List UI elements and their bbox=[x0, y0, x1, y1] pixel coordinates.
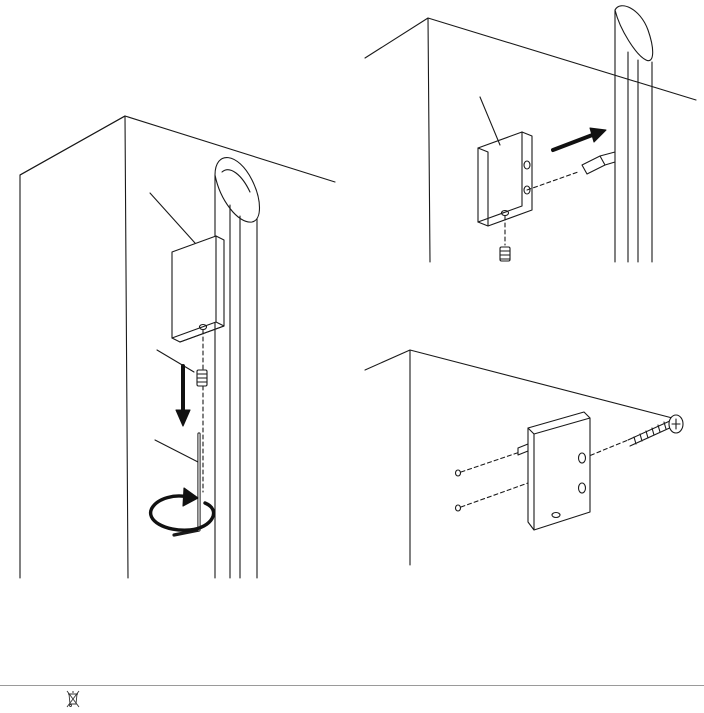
bracket-left bbox=[172, 236, 224, 342]
grub-screw-left bbox=[197, 370, 207, 386]
crossed-out-wheelie-bin-icon bbox=[66, 690, 80, 708]
door-left bbox=[20, 116, 335, 578]
door-bottom-right bbox=[365, 350, 680, 565]
bracket-top-right bbox=[478, 132, 532, 226]
pointer-line-bracket bbox=[150, 193, 195, 243]
footer-divider bbox=[0, 685, 704, 686]
rotation-arrow-left bbox=[151, 488, 214, 530]
pointer-line-hexkey bbox=[155, 440, 198, 462]
door-hole-upper bbox=[456, 470, 461, 476]
bracket-bottom-right bbox=[518, 412, 590, 530]
guide-dashed-bottom-upper bbox=[461, 452, 520, 472]
panel-top-right-handle-insert bbox=[365, 6, 696, 262]
guide-dashed-top-right-pin bbox=[527, 172, 578, 190]
guide-dashed-bottom-lower bbox=[461, 483, 528, 507]
pointer-line-screw bbox=[157, 350, 194, 372]
handle-top-right bbox=[615, 6, 653, 262]
hex-key-left bbox=[174, 434, 199, 535]
panel-bottom-right-screw-to-door bbox=[365, 350, 683, 565]
pointer-line-top-right bbox=[480, 97, 500, 145]
panel-left-grub-screw-fitting bbox=[20, 116, 335, 578]
screw-bottom-right bbox=[628, 415, 683, 446]
guide-dashed-bottom-screw bbox=[584, 440, 628, 458]
handle-pin-top-right bbox=[582, 152, 615, 174]
handle-left bbox=[215, 158, 260, 578]
arrow-right-top bbox=[553, 128, 606, 150]
grub-screw-top-right bbox=[500, 247, 510, 261]
door-hole-lower bbox=[456, 505, 461, 511]
down-arrow-left bbox=[176, 366, 190, 426]
